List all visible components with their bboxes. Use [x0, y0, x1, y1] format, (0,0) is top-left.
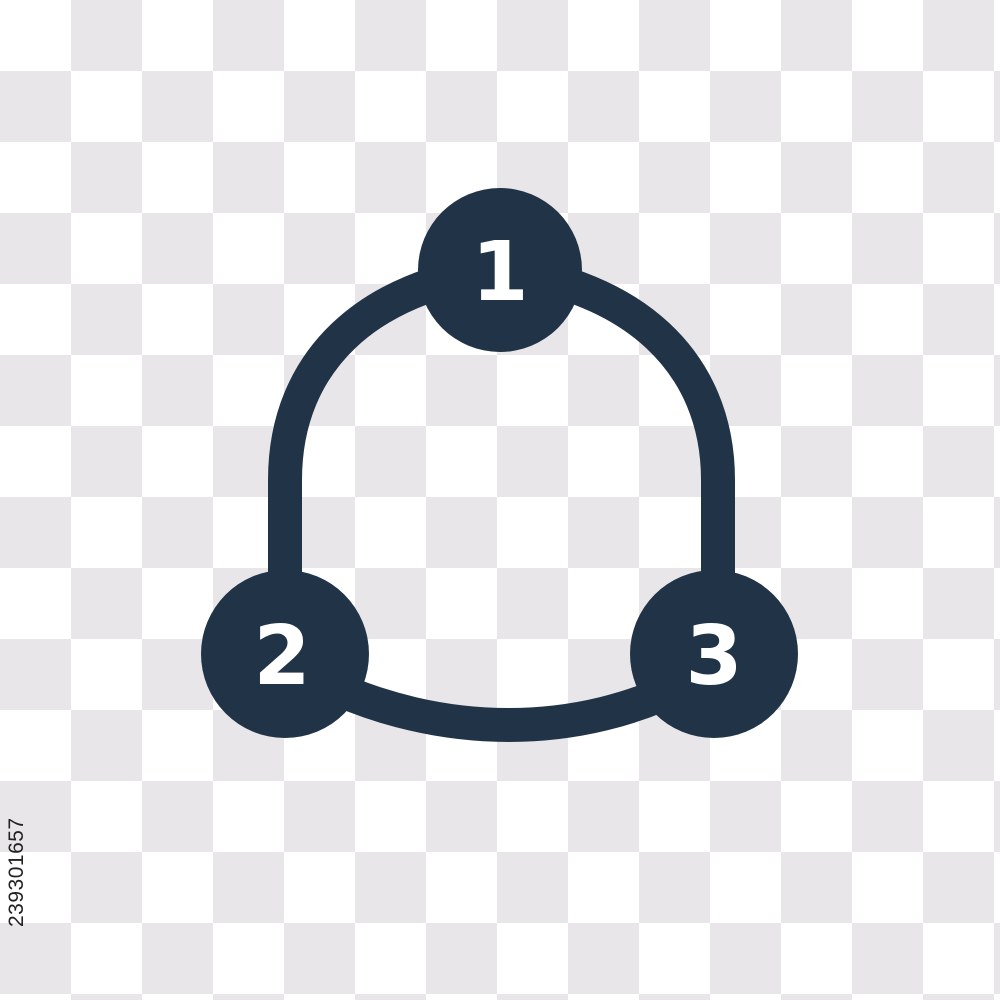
stock-id-label: 239301657: [5, 817, 28, 928]
node-2-label: 2: [253, 609, 310, 704]
node-1-circle: [418, 188, 582, 352]
node-1: 1: [418, 188, 582, 352]
node-2: 2: [201, 570, 369, 738]
node-3-label: 3: [685, 609, 742, 704]
node-2-circle: [201, 570, 369, 738]
node-1-label: 1: [471, 225, 528, 320]
node-3: 3: [630, 570, 798, 738]
node-3-circle: [630, 570, 798, 738]
